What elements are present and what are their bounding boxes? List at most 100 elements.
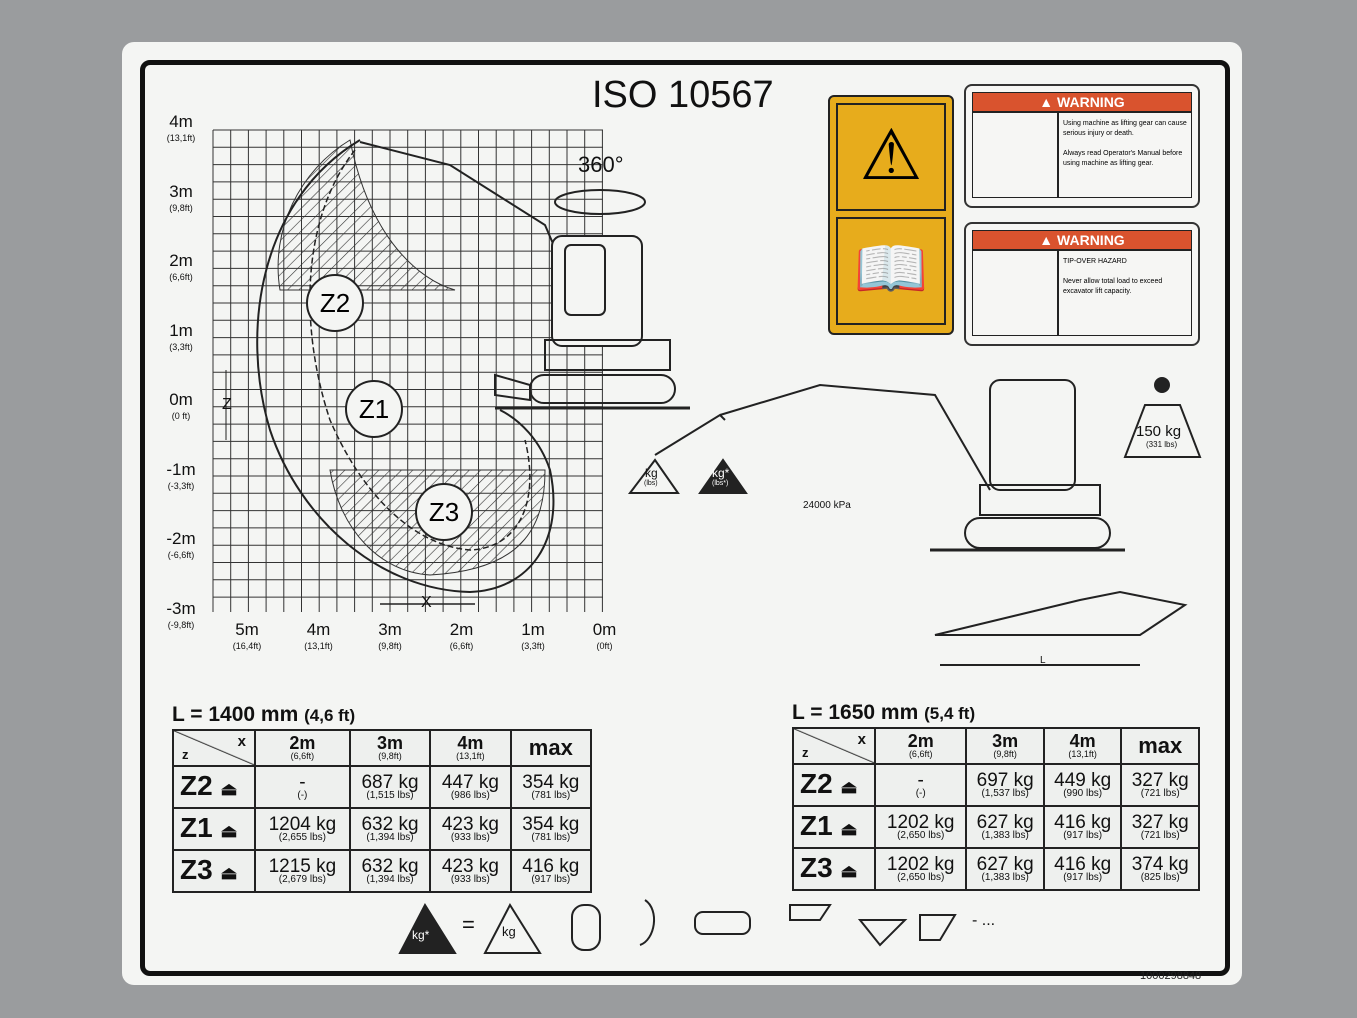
capacity-cell: 1204 kg(2,655 lbs) xyxy=(254,807,351,851)
capacity-lbs: (990 lbs) xyxy=(1063,787,1103,799)
y-tick-m: -2m xyxy=(166,529,196,548)
table-row: Z2 ⏏-(-)697 kg(1,537 lbs)449 kg(990 lbs)… xyxy=(792,763,1200,807)
capacity-kg: 1215 kg xyxy=(268,855,337,877)
column-distance: max xyxy=(1138,732,1183,758)
load-weight-icon: ⏏ xyxy=(840,860,858,881)
zone-cell: Z1 ⏏ xyxy=(172,807,256,851)
capacity-cell: 416 kg(917 lbs) xyxy=(509,849,593,893)
y-tick-m: -3m xyxy=(166,598,196,618)
x-tick-label: 5m(16,4ft) xyxy=(217,621,277,654)
x-tick-label: 3m(9,8ft) xyxy=(360,621,420,654)
label-border xyxy=(140,60,1230,976)
capacity-kg: 1202 kg xyxy=(886,811,955,833)
capacity-kg: 327 kg xyxy=(1131,811,1189,833)
capacity-cell: 1202 kg(2,650 lbs) xyxy=(873,805,968,849)
capacity-lbs: (-) xyxy=(915,787,926,799)
table-row: Z3 ⏏1215 kg(2,679 lbs)632 kg(1,394 lbs)4… xyxy=(172,849,593,893)
attachments-ellipsis: - ... xyxy=(972,912,996,929)
y-tick-label: 1m(3,3ft) xyxy=(159,320,203,355)
capacity-lbs: (1,383 lbs) xyxy=(981,871,1029,883)
capacity-kg: 632 kg xyxy=(361,855,419,877)
capacity-cell: 354 kg(781 lbs) xyxy=(509,765,593,809)
boom-length: L = 1400 mm xyxy=(172,703,299,726)
column-distance-ft: (9,8ft) xyxy=(993,749,1017,759)
capacity-kg: - xyxy=(299,771,306,793)
capacity-lbs: (933 lbs) xyxy=(450,873,490,885)
table-title: L = 1650 mm (5,4 ft) xyxy=(792,701,975,725)
load-weight-icon: ⏏ xyxy=(220,862,238,883)
x-tick-ft: (13,1ft) xyxy=(304,641,333,651)
x-tick-label: 2m(6,6ft) xyxy=(432,620,492,654)
caution-pictogram: ⚠ 📖 xyxy=(828,95,954,335)
capacity-lbs: (917 lbs) xyxy=(1063,871,1103,883)
x-tick-label: 0m (0ft) xyxy=(575,620,635,654)
capacity-cell: 687 kg(1,515 lbs) xyxy=(348,765,432,809)
boom-length-ft: (5,4 ft) xyxy=(924,704,976,723)
hydraulic-pressure-label: 24000 kPa xyxy=(803,500,851,511)
y-tick-m: 4m xyxy=(169,112,193,131)
capacity-lbs: (721 lbs) xyxy=(1140,787,1180,799)
rotation-arrow-icon xyxy=(554,189,646,215)
y-tick-m: 2m xyxy=(169,251,193,270)
capacity-lbs: (781 lbs) xyxy=(531,831,571,843)
x-tick-ft: (0ft) xyxy=(596,641,613,651)
capacity-kg: 416 kg xyxy=(1054,811,1112,833)
capacity-lbs: (2,650 lbs) xyxy=(897,829,945,841)
capacity-kg: 354 kg xyxy=(522,771,580,793)
capacity-kg: 327 kg xyxy=(1131,769,1189,791)
zone-label: Z3 xyxy=(180,853,213,885)
zone-label: Z1 xyxy=(180,811,213,843)
table-title: L = 1400 mm (4,6 ft) xyxy=(172,703,355,727)
capacity-kg: 416 kg xyxy=(1054,853,1112,875)
warning-icon: ▲ xyxy=(1039,94,1058,110)
column-distance: max xyxy=(528,734,573,760)
capacity-kg: 449 kg xyxy=(1054,769,1112,791)
arm-length-label: L xyxy=(1040,655,1046,666)
excavator-tipover-icon xyxy=(973,251,1059,335)
y-tick-ft: (3,3ft) xyxy=(169,341,193,352)
load-weight-icon: ⏏ xyxy=(220,820,238,841)
capacity-lbs: (1,383 lbs) xyxy=(981,829,1029,841)
y-tick-m: -1m xyxy=(166,459,196,479)
excavator-side-icon xyxy=(359,141,690,410)
load-weight-icon: ⏏ xyxy=(220,778,238,799)
table-row: Z1 ⏏1204 kg(2,655 lbs)632 kg(1,394 lbs)4… xyxy=(172,807,593,851)
y-tick-label: 3m(9,8ft) xyxy=(159,181,203,216)
capacity-cell: 627 kg(1,383 lbs) xyxy=(965,847,1045,891)
x-tick-m: 0m xyxy=(592,620,617,639)
capacity-kg: - xyxy=(917,769,924,791)
y-tick-label: -2m(-6,6ft) xyxy=(159,529,203,563)
capacity-kg: 1202 kg xyxy=(886,853,955,875)
zone-cell: Z2 ⏏ xyxy=(172,765,256,809)
y-tick-label: 0m(0 ft) xyxy=(159,391,203,424)
load-weight-icon: ⏏ xyxy=(840,776,858,797)
table-row: Z2 ⏏-(-)687 kg(1,515 lbs)447 kg(986 lbs)… xyxy=(172,765,593,809)
x-tick-m: 2m xyxy=(449,620,474,639)
column-header: max xyxy=(509,729,593,767)
column-header: 4m(13,1ft) xyxy=(1042,727,1123,765)
excavator-boom-icon xyxy=(627,377,1202,666)
capacity-cell: 423 kg(933 lbs) xyxy=(429,849,512,893)
capacity-cell: 449 kg(990 lbs) xyxy=(1042,763,1123,807)
capacity-lbs: (917 lbs) xyxy=(531,873,571,885)
column-header: max xyxy=(1120,727,1200,765)
z-header: z xyxy=(182,747,189,762)
y-tick-ft: (-9,8ft) xyxy=(167,619,195,630)
capacity-kg: 354 kg xyxy=(522,813,580,835)
column-header: 2m(6,6ft) xyxy=(254,729,351,767)
capacity-kg: 627 kg xyxy=(976,811,1034,833)
zone-label: Z2 xyxy=(800,767,833,799)
capacity-lbs: (721 lbs) xyxy=(1140,829,1180,841)
x-tick-m: 4m xyxy=(306,620,331,639)
x-tick-m: 1m xyxy=(521,620,545,639)
y-tick-m: 3m xyxy=(169,181,193,201)
x-header: x xyxy=(237,733,246,750)
column-distance-ft: (6,6ft) xyxy=(290,751,315,761)
zone-z3-label: Z3 xyxy=(415,483,473,541)
capacity-cell: 374 kg(825 lbs) xyxy=(1120,847,1200,891)
y-tick-m: 1m xyxy=(169,320,193,340)
warning-decal-lifting: ▲ WARNING Using machine as lifting gear … xyxy=(964,84,1200,208)
x-tick-ft: (16,4ft) xyxy=(232,641,262,651)
